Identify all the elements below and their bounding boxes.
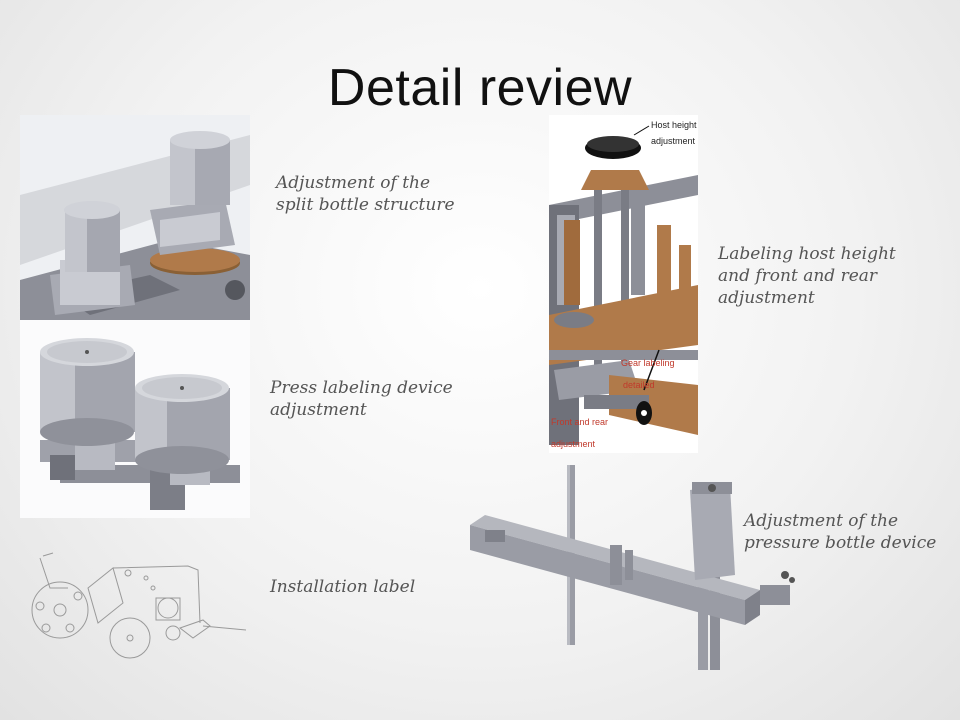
slide-title: Detail review xyxy=(327,59,633,117)
host-height-render: Host height adjustment Gear labeling det… xyxy=(549,115,698,453)
gear-labeling-annotation: Gear labeling xyxy=(621,358,675,368)
host-height-caption: Labeling host height and front and rear … xyxy=(718,244,896,308)
pressure-bottle-render xyxy=(470,460,800,680)
split-bottle-render xyxy=(20,115,250,320)
press-labeling-caption: Press labeling device adjustment xyxy=(270,378,453,420)
installation-label-drawing xyxy=(28,548,248,663)
host-height-annotation: Host height xyxy=(651,120,697,130)
front-rear-annotation: Front and rear xyxy=(551,417,608,427)
split-bottle-caption: Adjustment of the split bottle structure xyxy=(276,173,455,215)
host-height-annotation-2: adjustment xyxy=(651,136,696,146)
press-labeling-render xyxy=(20,320,250,518)
gear-labeling-annotation-2: detailed xyxy=(623,380,655,390)
installation-label-caption: Installation label xyxy=(270,577,416,597)
pressure-bottle-caption: Adjustment of the pressure bottle device xyxy=(744,511,937,553)
front-rear-annotation-2: adjustment xyxy=(551,439,596,449)
